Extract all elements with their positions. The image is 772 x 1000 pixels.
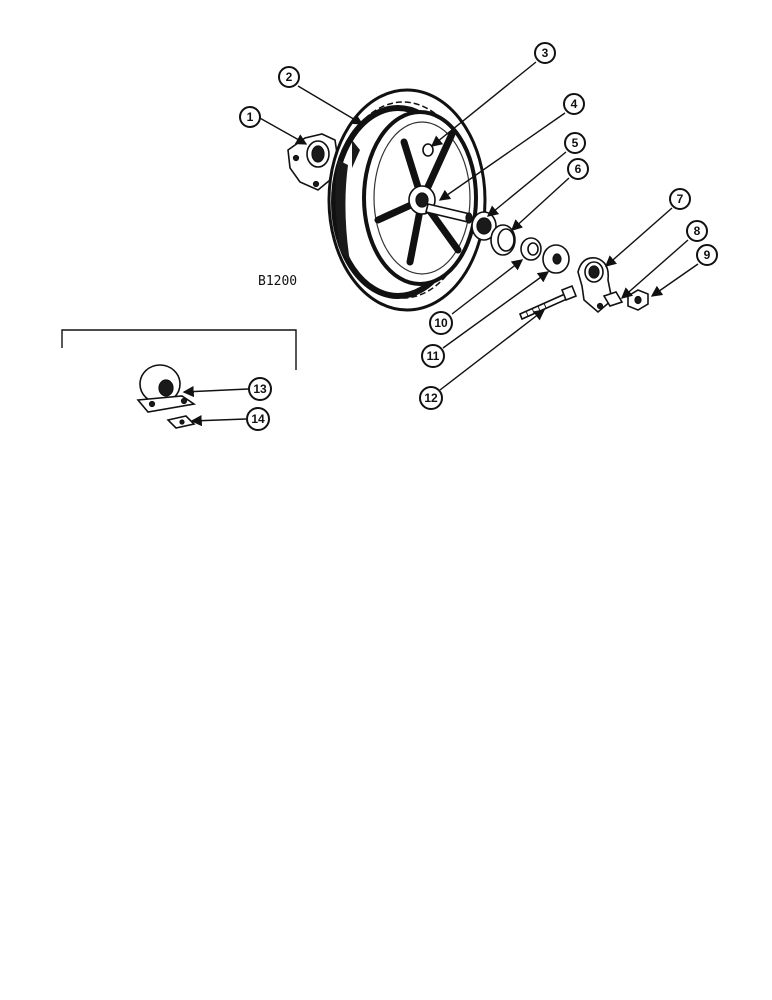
callout-8: 8 xyxy=(686,220,708,242)
bracket-right xyxy=(577,256,613,314)
callout-7: 7 xyxy=(669,188,691,210)
callout-label: 10 xyxy=(434,316,448,330)
leader-lines xyxy=(182,61,699,427)
callout-label: 5 xyxy=(572,136,579,150)
callout-2: 2 xyxy=(278,66,300,88)
spacer-ring xyxy=(490,224,516,256)
bolt xyxy=(518,284,578,321)
callout-label: 1 xyxy=(247,110,254,124)
callout-1: 1 xyxy=(239,106,261,128)
callout-label: 2 xyxy=(286,70,293,84)
callout-label: 6 xyxy=(575,162,582,176)
callout-label: 7 xyxy=(677,192,684,206)
callout-5: 5 xyxy=(564,132,586,154)
callout-label: 13 xyxy=(253,382,267,396)
callout-13: 13 xyxy=(248,377,272,401)
callout-label: 3 xyxy=(542,46,549,60)
callout-9: 9 xyxy=(696,244,718,266)
callout-label: 4 xyxy=(571,97,578,111)
bearing xyxy=(471,211,497,241)
axle-stub xyxy=(425,203,473,224)
hub-hole xyxy=(422,143,434,157)
callout-label: 9 xyxy=(704,248,711,262)
callout-10: 10 xyxy=(429,311,453,335)
wheel-assembly xyxy=(327,88,487,312)
inset-bearing-block xyxy=(136,364,197,413)
hex-nut xyxy=(627,289,649,311)
inset-plate xyxy=(166,415,196,429)
inset-frame xyxy=(61,329,297,370)
callout-label: 8 xyxy=(694,224,701,238)
callout-12: 12 xyxy=(419,386,443,410)
lock-washer xyxy=(602,291,624,307)
callout-label: 14 xyxy=(251,412,265,426)
callout-14: 14 xyxy=(246,407,270,431)
flat-washer xyxy=(542,244,570,274)
figure-reference-code: B1200 xyxy=(258,274,297,289)
callout-label: 11 xyxy=(427,349,440,363)
callout-3: 3 xyxy=(534,42,556,64)
callout-6: 6 xyxy=(567,158,589,180)
callout-4: 4 xyxy=(563,93,585,115)
callout-label: 12 xyxy=(424,391,438,405)
callout-11: 11 xyxy=(421,344,445,368)
washer xyxy=(520,237,542,261)
